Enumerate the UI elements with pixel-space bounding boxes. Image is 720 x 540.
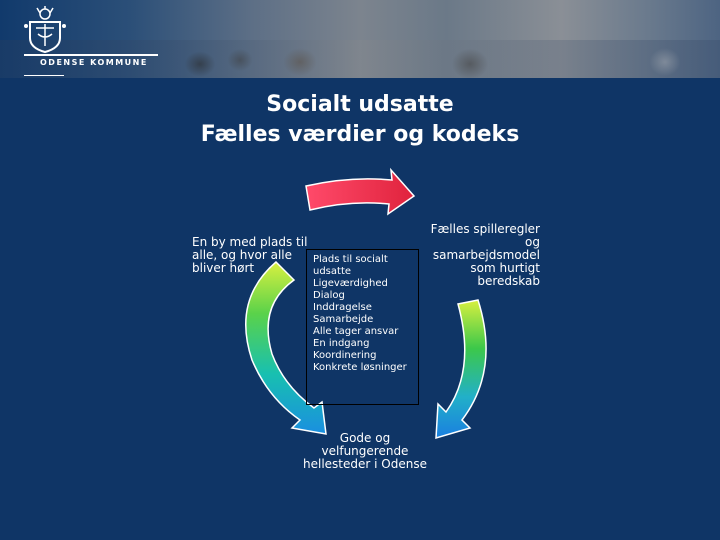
label-right-line-4: som hurtigt [470, 261, 540, 275]
value-item: En indgang [313, 338, 370, 349]
label-bottom: Gode og velfungerende hellesteder i Oden… [300, 432, 430, 471]
value-item: Ligeværdighed [313, 278, 388, 289]
label-right-line-1: Fælles spilleregler [430, 222, 540, 236]
value-item: Dialog [313, 290, 345, 301]
banner-underline [24, 75, 64, 76]
arrow-right [435, 299, 487, 440]
value-item: Inddragelse [313, 302, 372, 313]
organization-logo-text: ODENSE KOMMUNE [40, 58, 148, 67]
label-bottom-line-2: velfungerende [321, 444, 409, 458]
label-right-line-2: og [525, 235, 540, 249]
header-banner: ODENSE KOMMUNE [0, 0, 720, 78]
label-bottom-line-3: hellesteder i Odense [303, 457, 427, 471]
title-line-2: Fælles værdier og kodeks [200, 122, 520, 147]
arrow-top [305, 167, 416, 216]
coat-of-arms-icon [24, 6, 66, 54]
label-right: Fælles spilleregler og samarbejdsmodel s… [420, 223, 540, 288]
value-item: Plads til socialt [313, 254, 388, 265]
label-right-line-5: beredskab [477, 274, 540, 288]
value-item: Konkrete løsninger [313, 362, 407, 373]
values-box: Plads til socialt udsatte Ligeværdighed … [306, 249, 419, 405]
label-bottom-line-1: Gode og [339, 431, 391, 445]
value-item: Samarbejde [313, 314, 374, 325]
slide-title: Socialt udsatte Fælles værdier og kodeks [0, 90, 720, 150]
logo-divider [24, 54, 158, 56]
label-right-line-3: samarbejdsmodel [432, 248, 540, 262]
value-item: Alle tager ansvar [313, 326, 399, 337]
value-item: Koordinering [313, 350, 377, 361]
arrow-left [245, 260, 327, 435]
title-line-1: Socialt udsatte [266, 92, 454, 117]
label-left: En by med plads til alle, og hvor alle b… [192, 235, 308, 275]
banner-photo [0, 40, 720, 78]
value-item: udsatte [313, 266, 352, 277]
